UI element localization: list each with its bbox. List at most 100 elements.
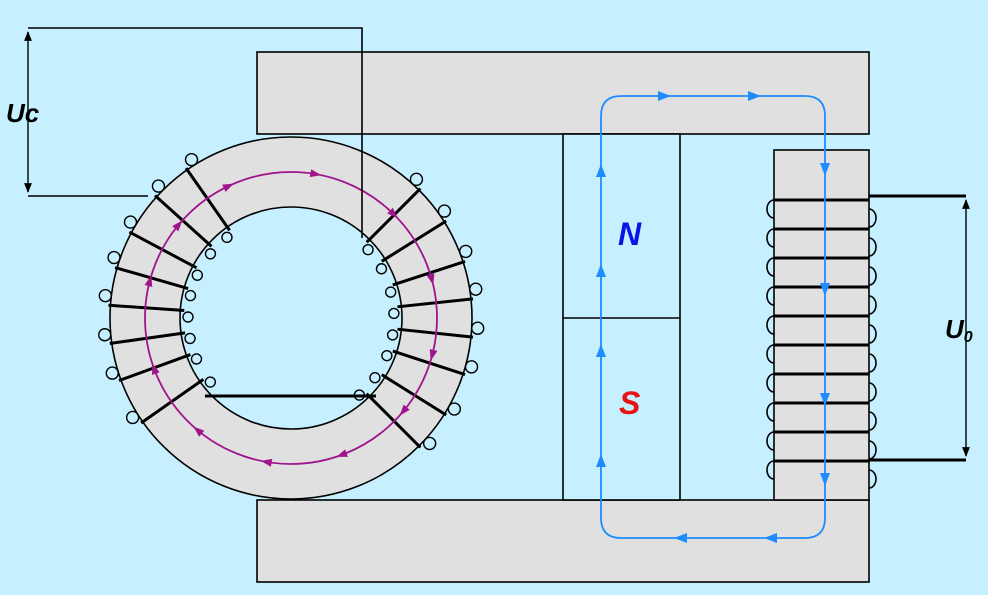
- uc-label: Uc: [6, 98, 40, 128]
- winding-loop: [353, 389, 366, 401]
- winding-loop: [362, 243, 374, 256]
- output-coil: [766, 198, 877, 489]
- winding-loop: [184, 289, 197, 302]
- winding-loop: [184, 332, 196, 345]
- flux-arrow: [387, 207, 398, 219]
- magnet-flux-path: [600, 95, 826, 539]
- flux-arrow: [152, 363, 160, 375]
- winding-loop: [107, 250, 121, 265]
- winding-loop: [422, 436, 437, 451]
- coil-loop-left: [766, 228, 775, 248]
- winding-loop: [190, 353, 203, 365]
- winding-loop: [375, 263, 388, 275]
- flux-arrow: [336, 449, 348, 457]
- flux-arrow: [309, 169, 322, 178]
- winding-turn: [109, 331, 186, 345]
- coil-loop-right: [868, 237, 877, 257]
- winding-loop: [151, 179, 166, 193]
- winding-turn: [108, 303, 185, 313]
- winding-turn: [397, 297, 474, 309]
- winding-loop: [388, 307, 400, 320]
- flux-arrow: [399, 404, 410, 416]
- toroid-left-winding: [98, 152, 233, 425]
- winding-turn: [380, 219, 447, 263]
- winding-turn: [365, 392, 422, 449]
- winding-turn: [397, 327, 474, 339]
- coil-loop-left: [766, 199, 775, 219]
- top-yoke: [256, 51, 870, 135]
- north-pole-label: N: [618, 216, 642, 252]
- bottom-yoke: [256, 499, 870, 583]
- flux-arrow: [820, 283, 830, 296]
- winding-loop: [204, 376, 217, 388]
- flux-arrow: [222, 183, 234, 192]
- flux-arrow: [426, 273, 435, 286]
- flux-arrow: [172, 220, 183, 232]
- winding-loop: [191, 269, 204, 281]
- winding-loop: [125, 410, 140, 425]
- winding-loop: [447, 402, 462, 416]
- winding-loop: [369, 372, 381, 384]
- coil-loop-right: [868, 266, 877, 286]
- toroid-flux-path: [144, 171, 438, 465]
- winding-loop: [469, 282, 483, 296]
- winding-turn: [140, 378, 205, 425]
- coil-loop-left: [766, 373, 775, 393]
- coil-loop-right: [868, 295, 877, 315]
- winding-loop: [182, 311, 194, 323]
- winding-turn: [184, 167, 231, 232]
- flux-arrow: [658, 91, 671, 101]
- winding-turn: [392, 260, 466, 287]
- coil-loop-left: [766, 286, 775, 306]
- control-wire-top: [28, 27, 363, 238]
- coil-loop-left: [766, 431, 775, 451]
- u0-label: U0: [945, 314, 973, 346]
- coil-loop-right: [868, 324, 877, 344]
- toroid-right-winding: [353, 172, 485, 451]
- u0-subscript: 0: [964, 329, 973, 346]
- coil-loop-left: [766, 315, 775, 335]
- flux-arrow: [596, 264, 606, 277]
- winding-turn: [380, 373, 447, 417]
- coil-loop-right: [868, 469, 877, 489]
- winding-loop: [471, 321, 485, 335]
- coil-loop-right: [868, 382, 877, 402]
- winding-turn: [128, 230, 198, 270]
- flux-arrow: [429, 348, 438, 361]
- coil-loop-left: [766, 402, 775, 422]
- winding-turn: [114, 266, 189, 290]
- flux-arrow: [764, 533, 777, 543]
- flux-arrow: [820, 163, 830, 176]
- winding-loop: [204, 248, 217, 260]
- winding-loop: [459, 244, 473, 259]
- winding-loop: [105, 366, 120, 380]
- coil-loop-left: [766, 344, 775, 364]
- flux-arrow: [596, 164, 606, 177]
- winding-loop: [184, 152, 199, 167]
- flux-arrow: [674, 533, 687, 543]
- flux-arrow: [144, 275, 153, 288]
- south-pole-label: S: [619, 385, 641, 421]
- flux-arrow: [193, 426, 205, 437]
- coil-loop-right: [868, 353, 877, 373]
- flux-arrow: [820, 393, 830, 406]
- toroid-flux-arrows: [144, 169, 438, 467]
- winding-loop: [409, 172, 424, 187]
- winding-loop: [98, 328, 112, 342]
- flux-arrow: [596, 454, 606, 467]
- right-leg-core: [773, 149, 870, 501]
- winding-turn: [392, 349, 466, 376]
- flux-arrow: [748, 91, 761, 101]
- permanent-magnet: [562, 133, 681, 501]
- winding-loop: [437, 204, 452, 218]
- winding-loop: [386, 329, 399, 341]
- coil-loop-left: [766, 460, 775, 480]
- winding-loop: [384, 286, 397, 298]
- winding-loop: [381, 349, 393, 362]
- winding-turn: [154, 194, 213, 248]
- coil-loop-left: [766, 257, 775, 277]
- coil-loop-right: [868, 411, 877, 431]
- magnet-flux-arrows: [596, 91, 830, 543]
- coil-loop-right: [868, 440, 877, 460]
